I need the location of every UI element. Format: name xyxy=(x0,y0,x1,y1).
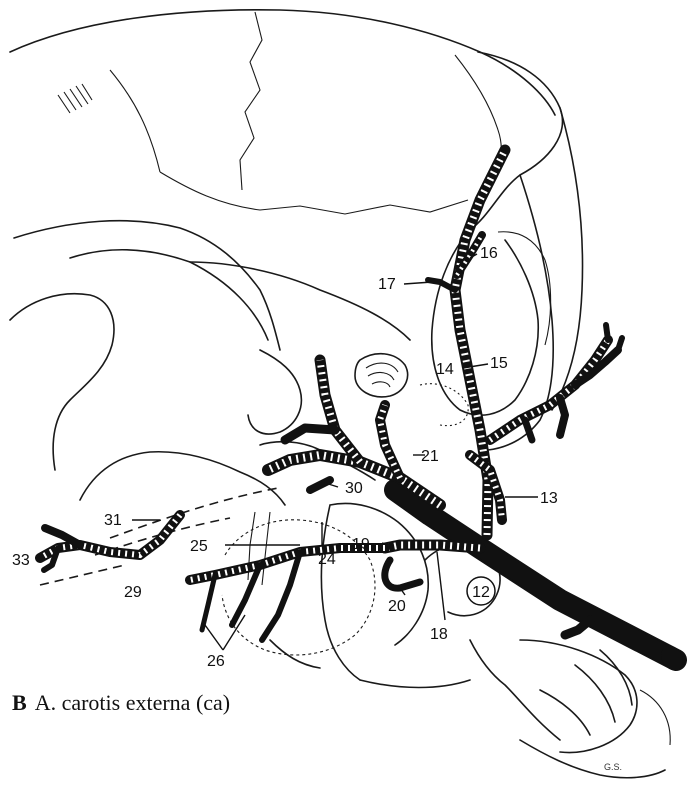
maxilla-outline xyxy=(552,108,583,410)
label-17: 17 xyxy=(378,276,396,293)
artist-initials: G.S. xyxy=(604,762,622,772)
label-31: 31 xyxy=(104,512,122,529)
infratemporal-crest xyxy=(190,262,410,340)
panel-letter: B xyxy=(12,690,27,715)
label-21: 21 xyxy=(421,448,439,465)
hyoid-region xyxy=(470,640,560,740)
mandible-outline xyxy=(321,504,428,680)
label-13: 13 xyxy=(540,490,558,507)
zygomatic-arch xyxy=(14,221,280,350)
label-12: 12 xyxy=(472,584,490,601)
label-19: 19 xyxy=(352,536,370,553)
label-20: 20 xyxy=(388,598,406,615)
label-18: 18 xyxy=(430,626,448,643)
cervical-vertebrae xyxy=(520,640,670,778)
external-carotid-trunk xyxy=(395,490,687,674)
occipital-artery-dashed-course xyxy=(110,488,278,538)
parietal-suture xyxy=(110,70,160,172)
superior-thyroid-artery xyxy=(565,620,590,635)
mastoid-process xyxy=(80,452,285,505)
label-29: 29 xyxy=(124,584,142,601)
sphenoid-ridge xyxy=(70,250,268,340)
lingual-artery-loop xyxy=(385,560,420,588)
coronal-suture xyxy=(240,12,262,190)
posterior-auricular-artery xyxy=(190,548,385,640)
label-14: 14 xyxy=(436,361,454,378)
zygoma-dotted-region xyxy=(420,384,468,426)
label-33: 33 xyxy=(12,552,30,569)
squamous-suture xyxy=(160,172,468,214)
external-acoustic-meatus xyxy=(355,354,408,397)
label-26: 26 xyxy=(207,653,225,670)
angular-facial-branch xyxy=(490,325,622,440)
label-16: 16 xyxy=(480,245,498,262)
styloid-region xyxy=(248,350,301,434)
occipital-outline xyxy=(10,294,114,470)
label-30: 30 xyxy=(345,480,363,497)
lower-face-outline xyxy=(270,640,320,668)
orbit-inner-rim xyxy=(498,232,551,345)
label-15: 15 xyxy=(490,355,508,372)
temporal-line-hatch xyxy=(58,84,92,113)
label-24: 24 xyxy=(318,551,336,568)
mandible-angle xyxy=(360,680,470,688)
label-25: 25 xyxy=(190,538,208,555)
lingual-facial-junction xyxy=(385,545,480,548)
caption-text: A. carotis externa (ca) xyxy=(35,690,230,715)
figure-caption: B A. carotis externa (ca) xyxy=(12,690,230,716)
zygomatico-orbital-branch xyxy=(428,280,455,290)
